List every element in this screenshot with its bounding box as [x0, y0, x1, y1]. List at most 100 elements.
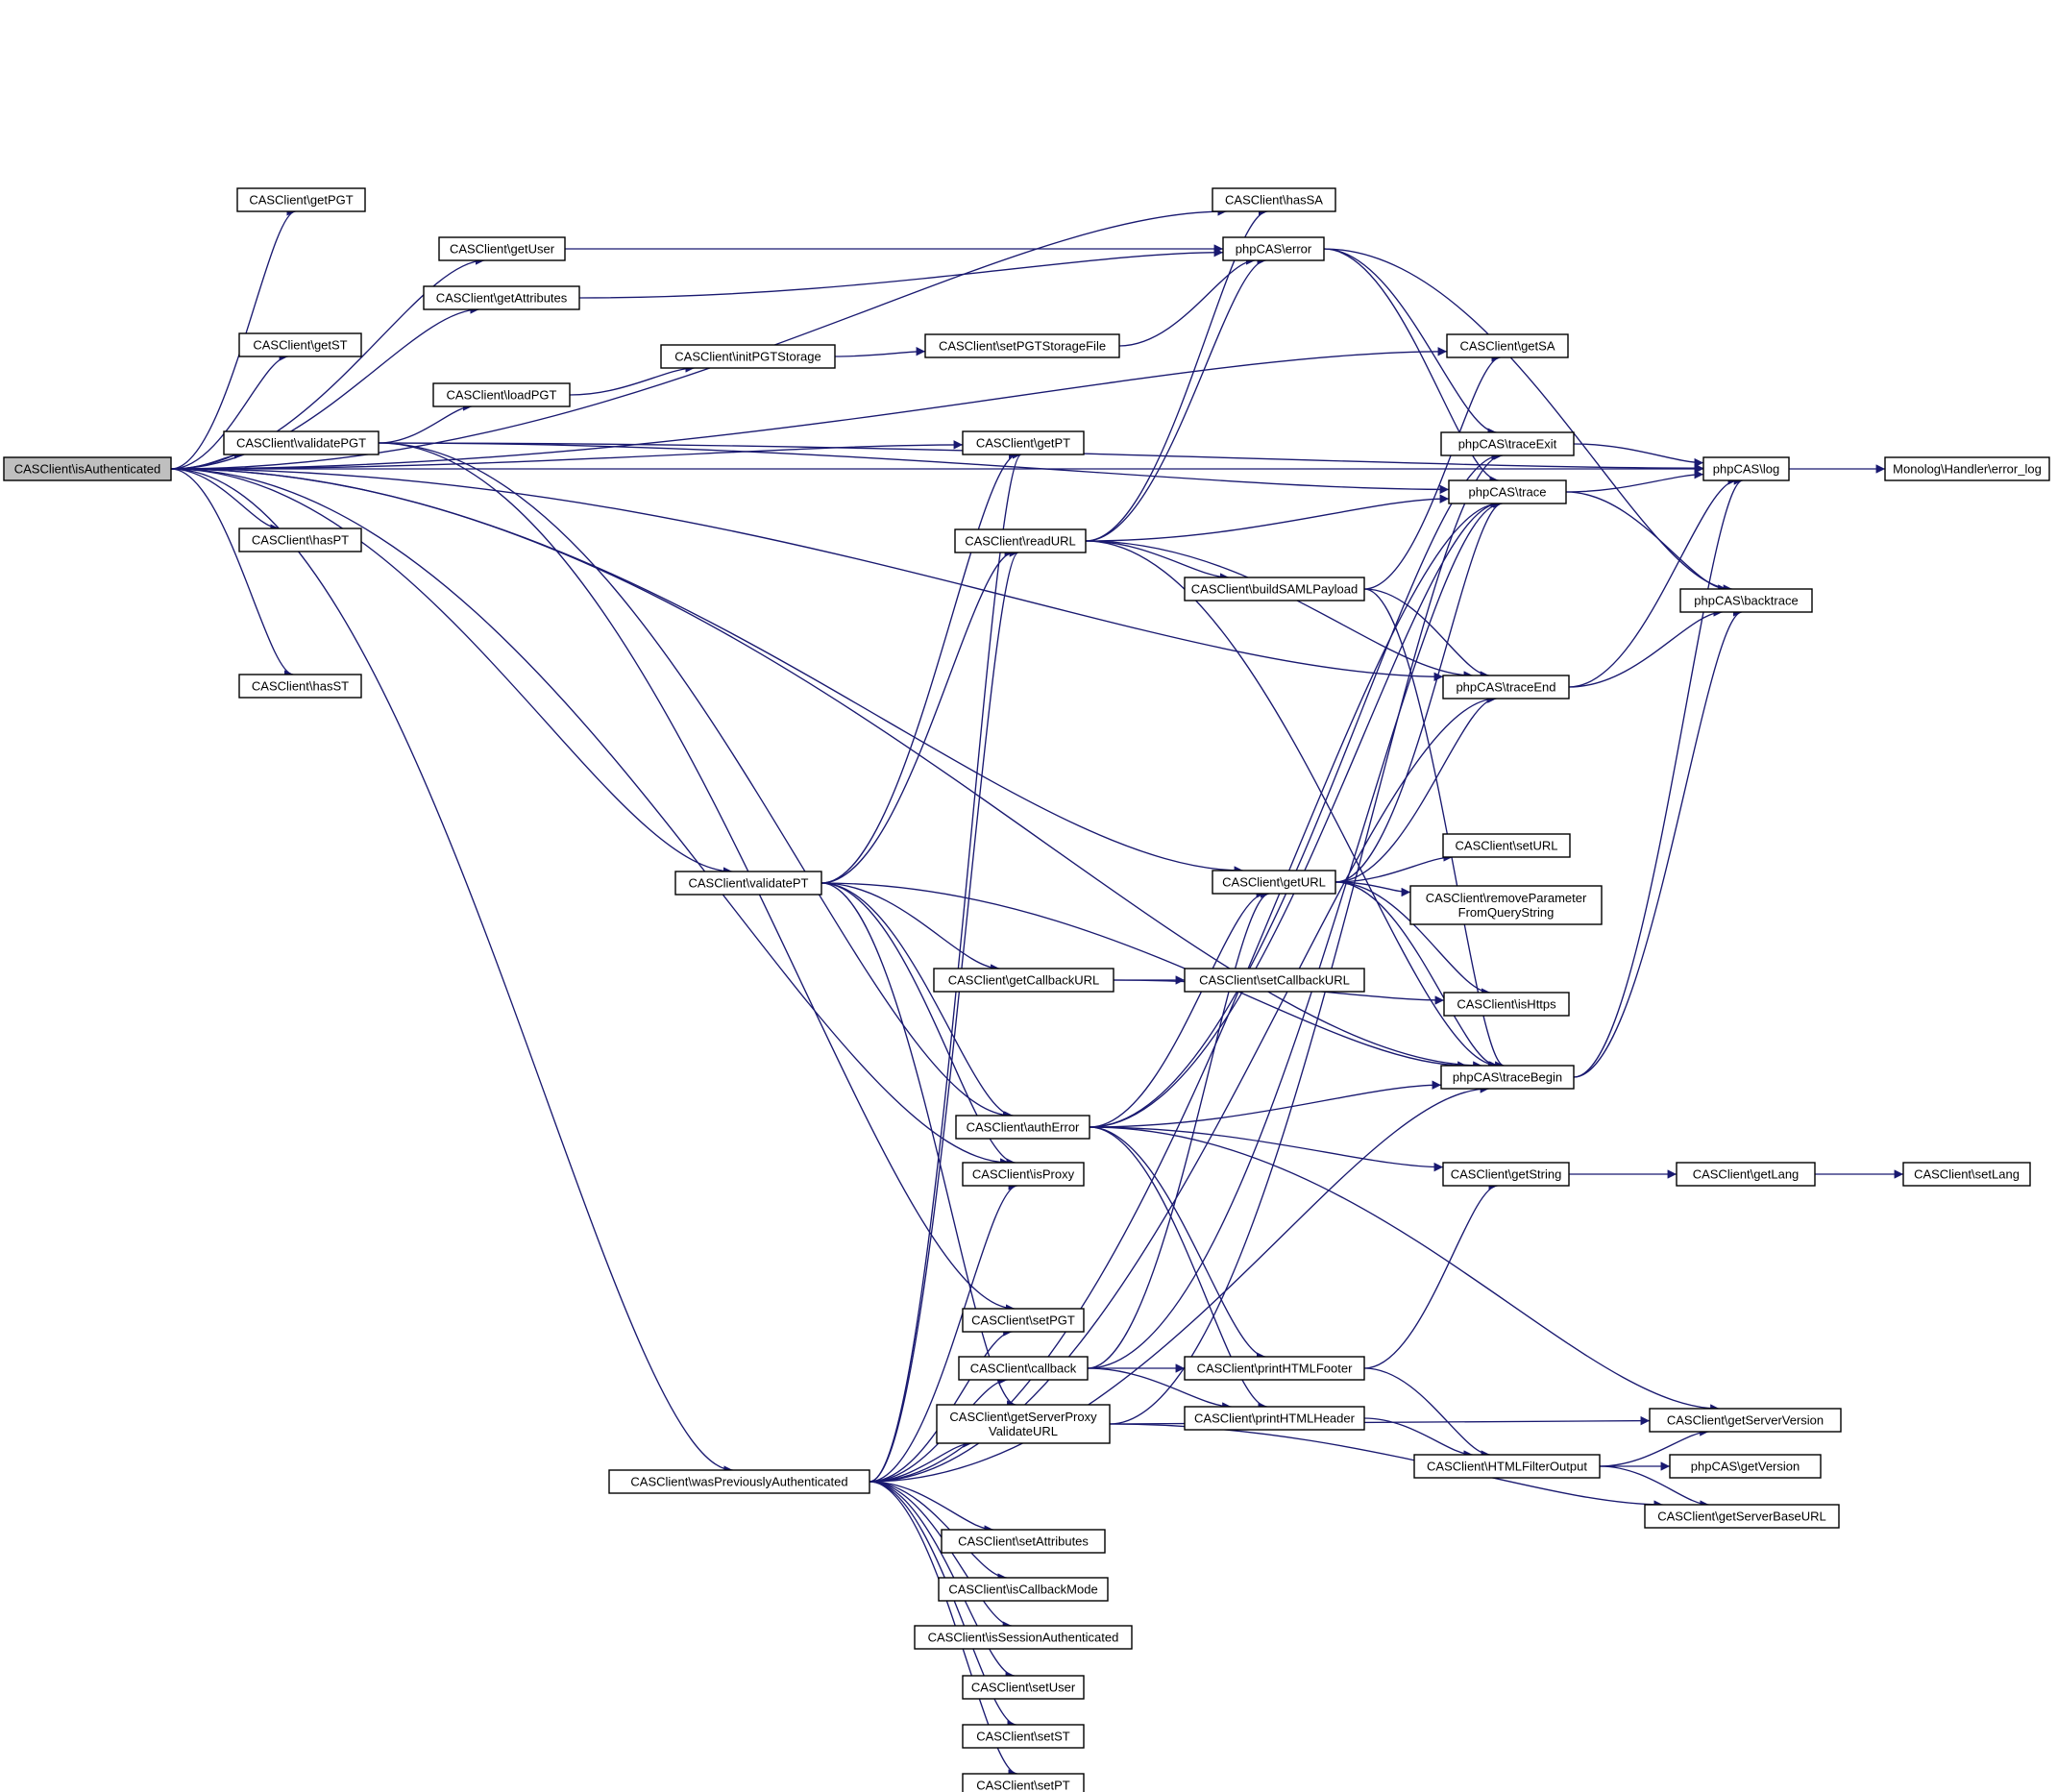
node-get-sa[interactable]: CASClient\getSA: [1446, 333, 1569, 358]
node-box: [238, 528, 362, 552]
node-was-previously-authenticated[interactable]: CASClient\wasPreviouslyAuthenticated: [608, 1469, 870, 1494]
node-callback[interactable]: CASClient\callback: [958, 1356, 1089, 1381]
node-load-pgt[interactable]: CASClient\loadPGT: [432, 382, 571, 407]
node-label: CASClient\setST: [976, 1730, 1070, 1744]
edge-get-url-to-trace-begin: [1335, 881, 1498, 1070]
node-get-server-version[interactable]: CASClient\getServerVersion: [1649, 1408, 1842, 1433]
node-get-version[interactable]: phpCAS\getVersion: [1669, 1454, 1822, 1479]
node-is-authenticated[interactable]: CASClient\isAuthenticated: [3, 456, 172, 481]
node-set-user[interactable]: CASClient\setUser: [962, 1675, 1085, 1700]
node-box: [962, 1308, 1085, 1333]
node-get-attributes[interactable]: CASClient\getAttributes: [423, 285, 580, 310]
node-error[interactable]: phpCAS\error: [1222, 236, 1325, 261]
node-box: [1884, 456, 2050, 481]
node-init-pgtstorage[interactable]: CASClient\initPGTStorage: [660, 344, 836, 369]
node-read-url[interactable]: CASClient\readURL: [954, 528, 1087, 553]
edge-auth-error-to-trace-begin: [1089, 1080, 1442, 1128]
node-set-st[interactable]: CASClient\setST: [962, 1724, 1085, 1749]
node-backtrace[interactable]: phpCAS\backtrace: [1679, 588, 1813, 613]
node-get-string[interactable]: CASClient\getString: [1442, 1162, 1570, 1187]
node-get-lang[interactable]: CASClient\getLang: [1676, 1162, 1816, 1187]
node-is-session-authenticated[interactable]: CASClient\isSessionAuthenticated: [914, 1625, 1133, 1650]
edge-validate-pt-to-read-url: [820, 548, 1015, 884]
edge-is-authenticated-to-validate-pt: [170, 468, 733, 876]
node-box: [432, 382, 571, 407]
node-is-https[interactable]: CASClient\isHttps: [1443, 992, 1570, 1017]
node-set-pgtstorage-file[interactable]: CASClient\setPGTStorageFile: [924, 333, 1120, 358]
node-label: CASClient\isHttps: [1457, 997, 1556, 1012]
node-label: phpCAS\traceEnd: [1456, 680, 1555, 695]
node-trace-exit[interactable]: phpCAS\traceExit: [1440, 431, 1575, 456]
node-box: [1222, 236, 1325, 261]
edge-trace-to-backtrace: [1565, 491, 1727, 594]
node-get-server-base-url[interactable]: CASClient\getServerBaseURL: [1644, 1504, 1840, 1529]
node-is-proxy[interactable]: CASClient\isProxy: [962, 1162, 1085, 1187]
edge-trace-end-to-backtrace: [1568, 607, 1723, 688]
node-label: CASClient\getURL: [1222, 875, 1326, 890]
node-has-sa[interactable]: CASClient\hasSA: [1212, 187, 1336, 212]
node-box: [954, 528, 1087, 553]
edge-is-authenticated-to-has-st: [170, 468, 294, 679]
node-set-pt[interactable]: CASClient\setPT: [962, 1773, 1085, 1792]
node-validate-pt[interactable]: CASClient\validatePT: [674, 871, 822, 896]
node-print-htmlheader[interactable]: CASClient\printHTMLHeader: [1184, 1406, 1365, 1431]
node-htmlfilter-output[interactable]: CASClient\HTMLFilterOutput: [1413, 1454, 1601, 1479]
node-is-callback-mode[interactable]: CASClient\isCallbackMode: [938, 1577, 1109, 1602]
node-set-callback-url[interactable]: CASClient\setCallbackURL: [1184, 968, 1365, 993]
edge-was-previously-authenticated-to-is-session-authenticated: [869, 1481, 1013, 1631]
node-trace-end[interactable]: phpCAS\traceEnd: [1442, 675, 1570, 700]
node-label: phpCAS\traceExit: [1458, 437, 1557, 452]
node-get-callback-url[interactable]: CASClient\getCallbackURL: [933, 968, 1114, 993]
node-validate-pgt[interactable]: CASClient\validatePGT: [223, 430, 380, 455]
node-box: [1184, 577, 1365, 601]
node-label: CASClient\authError: [967, 1120, 1080, 1135]
node-log[interactable]: phpCAS\log: [1702, 456, 1790, 481]
node-box: [1644, 1504, 1840, 1529]
edge-htmlfilter-output-to-get-server-version: [1599, 1427, 1709, 1467]
node-label: phpCAS\log: [1713, 462, 1779, 477]
edge-was-previously-authenticated-to-get-server-proxy-validate-url: [869, 1438, 972, 1483]
edge-error-to-backtrace: [1323, 248, 1733, 594]
node-box: [1649, 1408, 1842, 1433]
edge-trace-to-log: [1565, 469, 1704, 493]
node-trace-begin[interactable]: phpCAS\traceBegin: [1440, 1065, 1575, 1090]
node-set-lang[interactable]: CASClient\setLang: [1902, 1162, 2031, 1187]
node-label: CASClient\hasST: [252, 679, 349, 694]
node-box: [1443, 992, 1570, 1017]
node-error-log[interactable]: Monolog\Handler\error_log: [1884, 456, 2050, 481]
node-has-st[interactable]: CASClient\hasST: [238, 674, 362, 699]
node-build-samlpayload[interactable]: CASClient\buildSAMLPayload: [1184, 577, 1365, 601]
edge-validate-pt-to-trace-begin: [820, 882, 1467, 1070]
node-label: phpCAS\traceBegin: [1453, 1070, 1562, 1085]
node-box: [674, 871, 822, 896]
node-label: Monolog\Handler\error_log: [1893, 462, 2042, 477]
node-label: CASClient\setAttributes: [958, 1534, 1089, 1549]
node-label: CASClient\getSA: [1460, 339, 1555, 354]
node-get-url[interactable]: CASClient\getURL: [1212, 870, 1336, 895]
node-get-pt[interactable]: CASClient\getPT: [962, 430, 1085, 455]
node-trace[interactable]: phpCAS\trace: [1448, 479, 1567, 504]
node-set-pgt[interactable]: CASClient\setPGT: [962, 1308, 1085, 1333]
node-set-url[interactable]: CASClient\setURL: [1442, 833, 1571, 858]
node-get-st[interactable]: CASClient\getST: [238, 332, 362, 357]
node-label: CASClient\getServerVersion: [1667, 1413, 1824, 1428]
node-box: [1413, 1454, 1601, 1479]
node-get-user[interactable]: CASClient\getUser: [438, 236, 566, 261]
edge-build-samlpayload-to-trace-end: [1363, 588, 1490, 680]
edge-read-url-to-trace-end: [1085, 540, 1474, 680]
node-label: phpCAS\getVersion: [1691, 1460, 1800, 1474]
node-box: [1442, 1162, 1570, 1187]
edge-was-previously-authenticated-to-is-proxy: [869, 1181, 1018, 1483]
node-label: ValidateURL: [989, 1424, 1058, 1438]
node-print-htmlfooter[interactable]: CASClient\printHTMLFooter: [1184, 1356, 1365, 1381]
node-auth-error[interactable]: CASClient\authError: [955, 1115, 1090, 1140]
edge-print-htmlfooter-to-get-string: [1363, 1181, 1498, 1369]
node-box: [1212, 187, 1336, 212]
node-has-pt[interactable]: CASClient\hasPT: [238, 528, 362, 552]
node-box: [914, 1625, 1133, 1650]
node-get-pgt[interactable]: CASClient\getPGT: [236, 187, 366, 212]
node-set-attributes[interactable]: CASClient\setAttributes: [941, 1529, 1106, 1554]
